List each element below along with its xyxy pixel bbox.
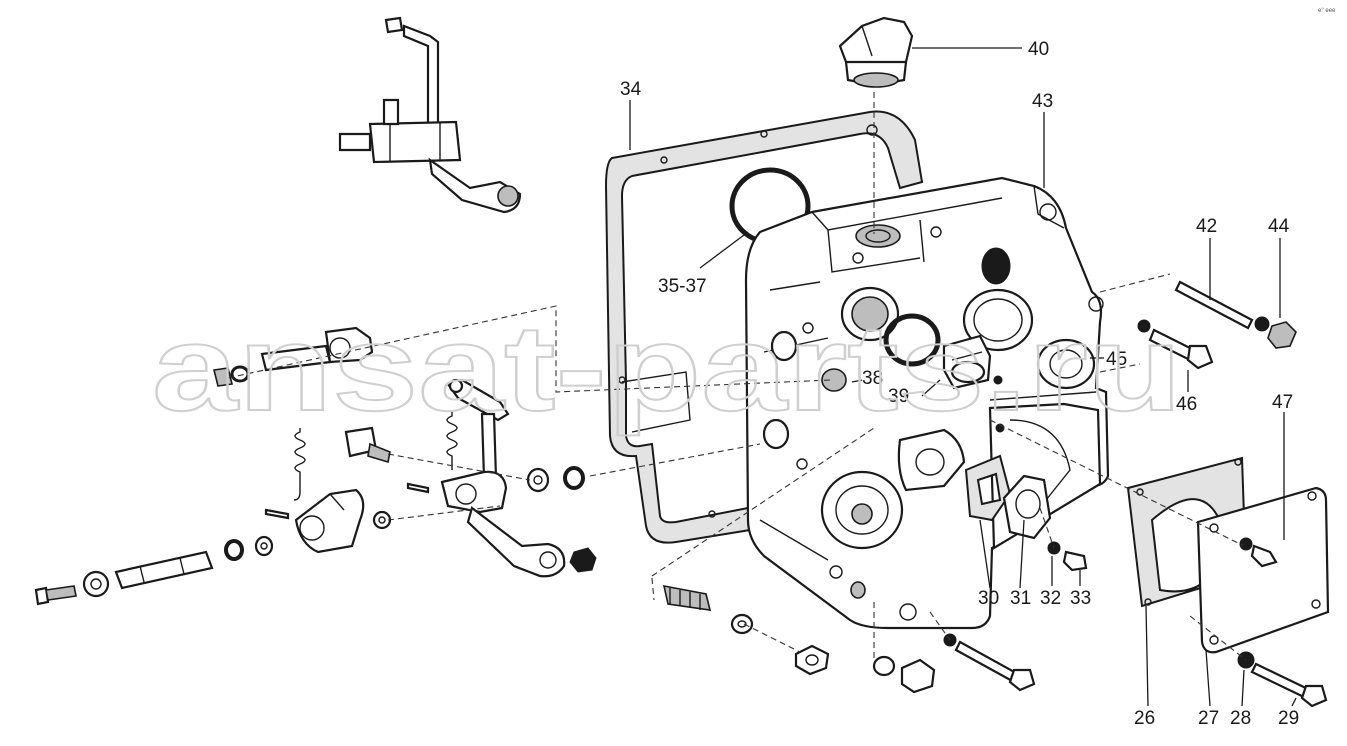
- callout-39: 39: [888, 386, 909, 407]
- bottom-bolt: [943, 633, 1036, 692]
- washers-left: [82, 466, 754, 635]
- springs: [293, 412, 458, 501]
- callout-44: 44: [1268, 216, 1290, 237]
- linkage-upper-inset: [338, 16, 522, 214]
- main-shaft: [114, 550, 214, 590]
- selector-bolt: [344, 426, 391, 464]
- callout-35-37: 35-37: [658, 276, 707, 297]
- shift-shaft-upper: [213, 326, 374, 387]
- alignment-lines: [227, 92, 1247, 661]
- side-cover-plate: [1196, 486, 1330, 654]
- drain-plug: [821, 368, 847, 392]
- nut-left: [569, 547, 597, 573]
- drain-plug-bottom: [872, 655, 936, 694]
- callout-42: 42: [1196, 216, 1217, 237]
- callout-38: 38: [862, 368, 883, 389]
- cover-bolt: [1137, 319, 1214, 370]
- breather-plug: [942, 334, 992, 390]
- housing-gasket: [604, 110, 924, 544]
- seal-ring: [883, 313, 941, 367]
- callout-29: 29: [1278, 708, 1299, 729]
- bolt-28-29: [1237, 651, 1328, 708]
- leader-lines: [629, 47, 1297, 707]
- callout-47: 47: [1272, 392, 1293, 413]
- callout-45: 45: [1106, 349, 1127, 370]
- plate-bolt-47: [1239, 537, 1278, 568]
- flange-cover: [1002, 474, 1052, 540]
- small-bolt-left: [34, 585, 77, 606]
- callout-26: 26: [1134, 708, 1155, 729]
- flange-gasket: [964, 454, 1012, 522]
- callout-40: 40: [1028, 39, 1049, 60]
- stud-bolt: [1174, 280, 1297, 349]
- callout-28: 28: [1230, 708, 1251, 729]
- callout-46: 46: [1176, 394, 1197, 415]
- callout-34: 34: [620, 79, 642, 100]
- corner-mark: e° eee: [1318, 8, 1336, 14]
- filler-cap: [838, 16, 914, 88]
- watermark: ansat-parts.ru: [152, 300, 1182, 436]
- cam-block: [294, 488, 365, 554]
- callout-30: 30: [978, 588, 999, 609]
- callout-43: 43: [1032, 91, 1053, 112]
- callout-33: 33: [1070, 588, 1091, 609]
- pins: [264, 482, 430, 520]
- spring-plug-bottom: [662, 581, 866, 676]
- selector-lever: [440, 378, 566, 578]
- callout-27: 27: [1198, 708, 1219, 729]
- callout-labels: 40 34 43 35-37 42 44 45 46 38 39 47 30 3…: [620, 39, 1299, 729]
- callout-31: 31: [1010, 588, 1031, 609]
- callout-32: 32: [1040, 588, 1061, 609]
